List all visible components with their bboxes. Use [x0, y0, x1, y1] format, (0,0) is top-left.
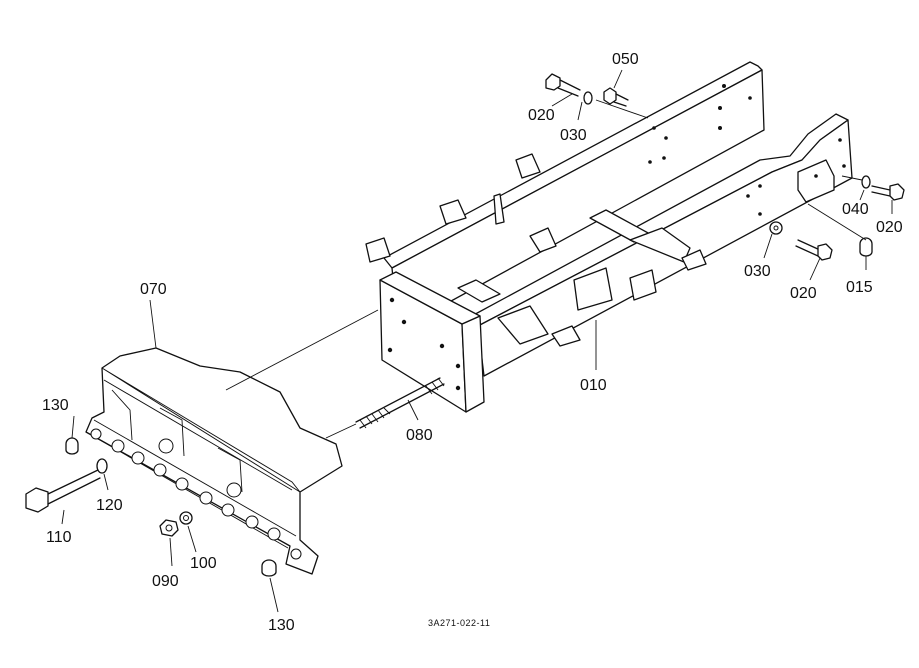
leader-lines	[61, 69, 893, 613]
cap-130-top	[65, 437, 79, 455]
label-020-right: 020	[876, 219, 903, 236]
washer-030-top	[583, 91, 593, 105]
bolt-050	[603, 87, 629, 107]
stud-080	[355, 377, 445, 429]
washer-030-right	[769, 221, 783, 235]
label-030-top: 030	[560, 127, 587, 144]
bolt-020-right	[871, 183, 905, 201]
label-015: 015	[846, 279, 873, 296]
drawing-code: 3A271-022-11	[428, 618, 490, 628]
label-130-bottom: 130	[268, 617, 295, 634]
bolt-110	[25, 469, 101, 513]
bolt-020-right-lower	[795, 239, 833, 261]
plug-015	[859, 237, 873, 257]
bolt-020-top	[545, 73, 581, 97]
washer-100	[179, 511, 193, 525]
washer-040	[861, 175, 871, 189]
label-020-right-lower: 020	[790, 285, 817, 302]
label-130-top: 130	[42, 397, 69, 414]
front-bracket	[85, 347, 343, 575]
label-020-top: 020	[528, 107, 555, 124]
label-120: 120	[96, 497, 123, 514]
main-frame	[365, 61, 853, 413]
label-110: 110	[46, 529, 72, 546]
label-050: 050	[612, 51, 639, 68]
label-090: 090	[152, 573, 179, 590]
nut-090	[159, 519, 179, 537]
label-080: 080	[406, 427, 433, 444]
label-070: 070	[140, 281, 167, 298]
cap-130-bottom	[261, 559, 277, 577]
washer-120	[96, 458, 108, 474]
label-010: 010	[580, 377, 607, 394]
label-030-right: 030	[744, 263, 771, 280]
label-040: 040	[842, 201, 869, 218]
label-100: 100	[190, 555, 217, 572]
